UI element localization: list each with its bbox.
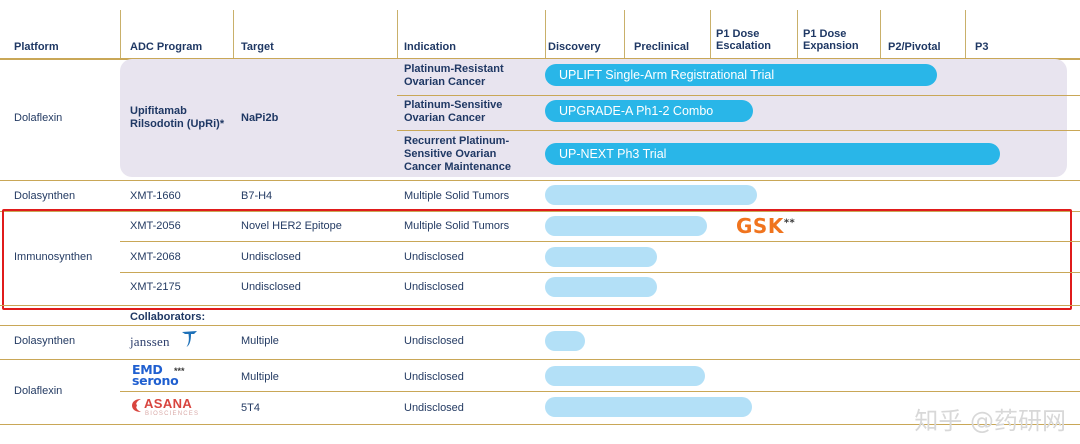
trial-bar-uplift[interactable]: UPLIFT Single-Arm Registrational Trial	[545, 64, 937, 86]
column-divider-1	[120, 10, 121, 58]
subrow-rule-3	[120, 241, 1080, 242]
collab-dolasynthen-platform: Dolasynthen	[14, 335, 76, 347]
row-xmt2056-indication: Multiple Solid Tumors	[404, 220, 510, 232]
row-rule-after-upri	[0, 180, 1080, 181]
column-divider-2	[233, 10, 234, 58]
table-bottom-rule	[0, 424, 1080, 425]
collab-emd-indication: Undisclosed	[404, 371, 464, 383]
indication-platinum-sensitive: Platinum-Sensitive Ovarian Cancer	[404, 99, 503, 124]
column-divider-3	[397, 10, 398, 58]
watermark: 知乎 @药研网	[914, 407, 1066, 435]
column-divider-7	[797, 10, 798, 58]
header-p1-dose-expansion: P1 Dose Expansion	[803, 28, 859, 52]
row-xmt2068-program: XMT-2068	[130, 251, 181, 263]
janssen-mark-icon	[182, 331, 197, 347]
header-preclinical: Preclinical	[634, 41, 690, 53]
row-xmt1660-indication: Multiple Solid Tumors	[404, 190, 510, 202]
header-discovery: Discovery	[548, 41, 601, 53]
gsk-logo-text: GSK	[736, 214, 784, 238]
asana-logo-text: ASANA	[144, 396, 193, 411]
row-dolaflexin-platform: Dolaflexin	[14, 112, 63, 124]
collaborators-label: Collaborators:	[130, 311, 206, 323]
emd-footnote-marker: ***	[174, 366, 185, 376]
row-xmt2056-target: Novel HER2 Epitope	[241, 220, 342, 232]
progress-bar-xmt2056[interactable]	[545, 216, 707, 236]
column-divider-5	[624, 10, 625, 58]
subrow-rule-1	[397, 95, 1080, 96]
progress-bar-xmt2068[interactable]	[545, 247, 657, 267]
indication-recurrent-maintenance: Recurrent Platinum- Sensitive Ovarian Ca…	[404, 135, 511, 173]
progress-bar-emd[interactable]	[545, 366, 705, 386]
collab-rule-2	[120, 391, 1080, 392]
header-platform: Platform	[14, 41, 59, 53]
subrow-rule-2	[397, 130, 1080, 131]
progress-bar-xmt2175[interactable]	[545, 277, 657, 297]
row-xmt1660-program: XMT-1660	[130, 190, 181, 202]
header-p3: P3	[975, 41, 989, 53]
column-divider-8	[880, 10, 881, 58]
asana-mark-icon	[132, 399, 141, 412]
janssen-logo-text: janssen	[130, 334, 170, 349]
collab-janssen-indication: Undisclosed	[404, 335, 464, 347]
row-dolasynthen-platform: Dolasynthen	[14, 190, 76, 202]
collab-asana-target: 5T4	[241, 402, 260, 414]
header-target: Target	[241, 41, 274, 53]
row-rule-after-xmt1660	[0, 211, 1080, 212]
collab-janssen-target: Multiple	[241, 335, 279, 347]
row-rule-after-immunosynthen	[0, 305, 1080, 306]
column-divider-6	[710, 10, 711, 58]
column-divider-4	[545, 10, 546, 58]
emd-logo-line2: serono	[132, 373, 179, 388]
progress-bar-janssen[interactable]	[545, 331, 585, 351]
collab-asana-indication: Undisclosed	[404, 402, 464, 414]
progress-bar-xmt1660[interactable]	[545, 185, 757, 205]
gsk-logo: GSK**	[736, 214, 795, 238]
row-upri-target: NaPi2b	[241, 112, 279, 124]
row-xmt2175-indication: Undisclosed	[404, 281, 464, 293]
row-xmt2056-program: XMT-2056	[130, 220, 181, 232]
collaborators-rule	[0, 325, 1080, 326]
collab-dolaflexin-platform: Dolaflexin	[14, 385, 63, 397]
row-upri-program: Upifitamab Rilsodotin (UpRi)*	[130, 105, 225, 130]
asana-logo-subtext: BIOSCIENCES	[145, 411, 200, 417]
asana-logo: ASANA BIOSCIENCES	[130, 396, 220, 422]
indication-platinum-resistant: Platinum-Resistant Ovarian Cancer	[404, 63, 504, 88]
header-indication: Indication	[404, 41, 456, 53]
subrow-rule-4	[120, 272, 1080, 273]
row-xmt2175-program: XMT-2175	[130, 281, 181, 293]
header-adc-program: ADC Program	[130, 41, 203, 53]
trial-bar-upgrade-a[interactable]: UPGRADE-A Ph1-2 Combo	[545, 100, 753, 122]
collab-emd-target: Multiple	[241, 371, 279, 383]
janssen-logo: janssen	[130, 330, 200, 352]
emd-serono-logo: EMD serono ***	[132, 362, 212, 390]
row-xmt2175-target: Undisclosed	[241, 281, 301, 293]
header-p1-dose-escalation: P1 Dose Escalation	[716, 28, 772, 52]
emd-logo-line1: EMD	[132, 362, 163, 377]
row-immunosynthen-platform: Immunosynthen	[14, 251, 93, 263]
column-divider-9	[965, 10, 966, 58]
row-xmt2068-target: Undisclosed	[241, 251, 301, 263]
collab-rule-1	[0, 359, 1080, 360]
trial-bar-up-next[interactable]: UP-NEXT Ph3 Trial	[545, 143, 1000, 165]
row-xmt2068-indication: Undisclosed	[404, 251, 464, 263]
progress-bar-asana[interactable]	[545, 397, 752, 417]
row-xmt1660-target: B7-H4	[241, 190, 273, 202]
header-p2-pivotal: P2/Pivotal	[888, 41, 941, 53]
gsk-footnote-marker: **	[783, 217, 796, 229]
